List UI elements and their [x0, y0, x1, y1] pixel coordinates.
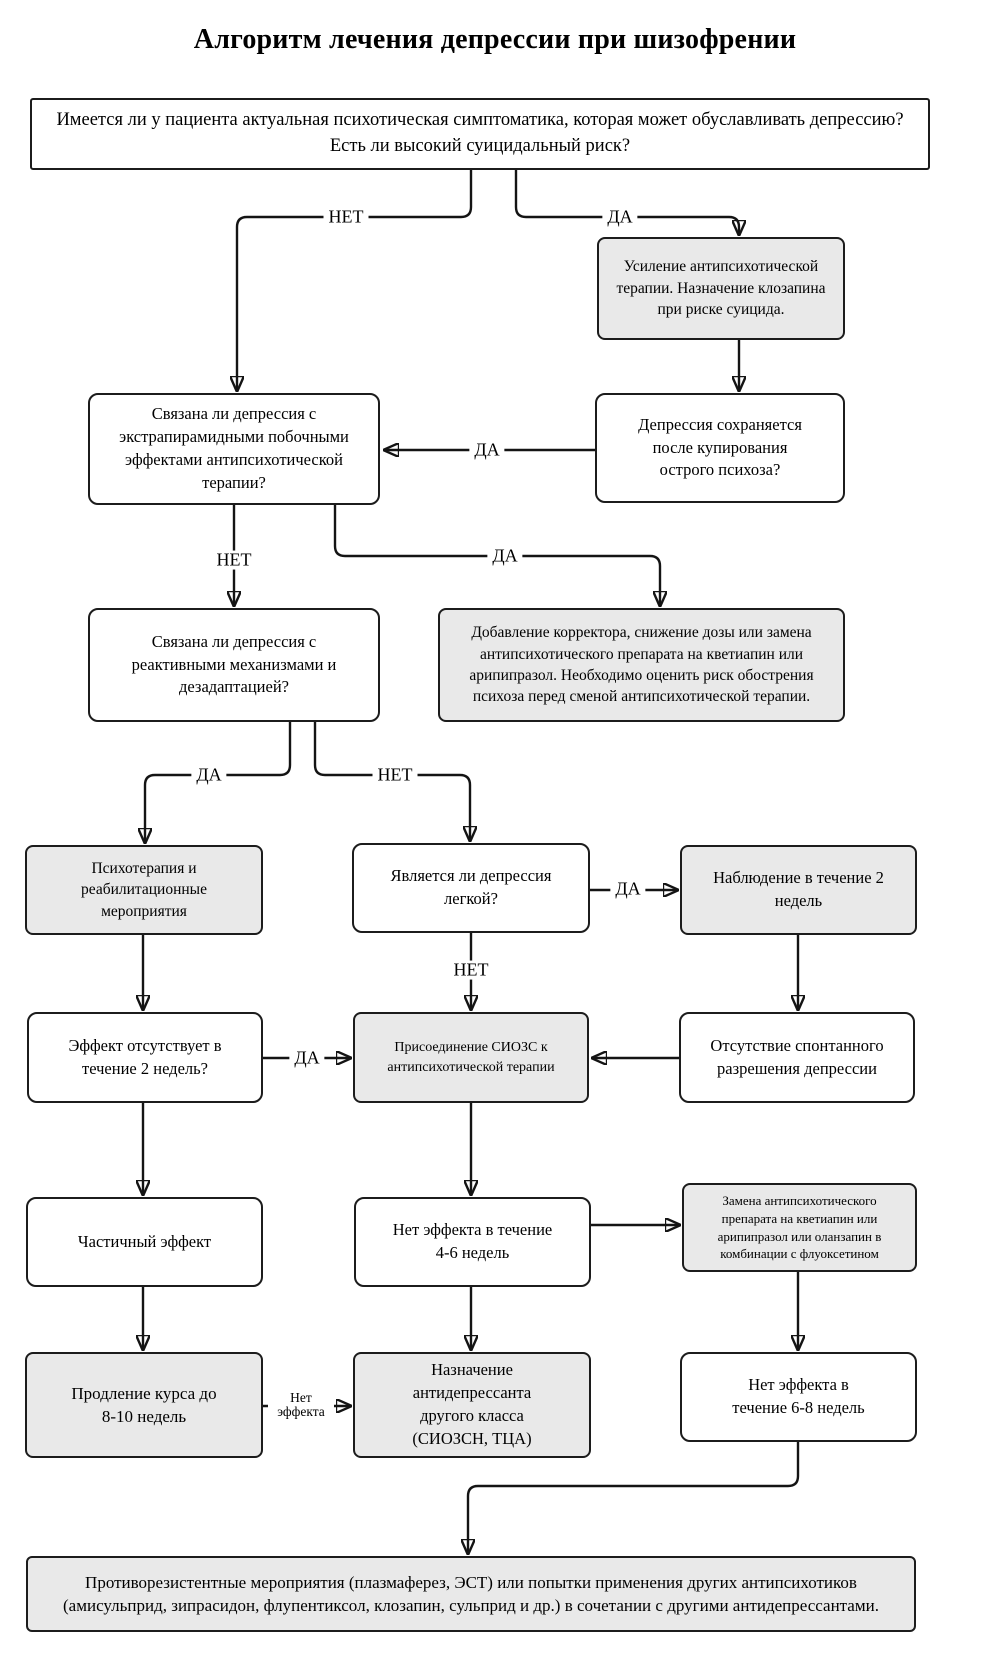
edge-label-no-mild: НЕТ [448, 960, 494, 980]
edge-label-yes-persists: ДА [469, 440, 505, 460]
edge-label-no-effect: Нет эффекта [268, 1390, 334, 1420]
node-antidepressant-other-class: Назначение антидепрессанта другого класс… [353, 1352, 591, 1458]
edge-label-yes-top: ДА [602, 207, 638, 227]
edge-label-yes-eps: ДА [487, 546, 523, 566]
edge-label-no-reactive: НЕТ [372, 765, 418, 785]
edge-top-no [237, 170, 473, 391]
node-question-psychotic-symptoms: Имеется ли у пациента актуальная психоти… [30, 98, 930, 170]
node-add-corrector: Добавление корректора, снижение дозы или… [438, 608, 845, 722]
node-resistant-measures: Противорезистентные мероприятия (плазмаф… [26, 1556, 916, 1632]
page-title: Алгоритм лечения депрессии при шизофрени… [193, 24, 797, 55]
node-add-ssri: Присоединение СИОЗС к антипсихотической … [353, 1012, 589, 1103]
node-question-eps-related: Связана ли депрессия с экстрапирамидными… [88, 393, 380, 505]
edge-label-no-top: НЕТ [323, 207, 369, 227]
edge-label-yes-noeffect2w: ДА [289, 1048, 325, 1068]
node-observation-2-weeks: Наблюдение в течение 2 недель [680, 845, 917, 935]
node-question-reactive-mechanisms: Связана ли депрессия с реактивными механ… [88, 608, 380, 722]
node-switch-antipsychotic-fluoxetine: Замена антипсихотического препарата на к… [682, 1183, 917, 1272]
node-partial-effect: Частичный эффект [26, 1197, 263, 1287]
node-extend-course-8-10-weeks: Продление курса до 8-10 недель [25, 1352, 263, 1458]
edge-label-yes-reactive: ДА [191, 765, 227, 785]
node-question-mild-depression: Является ли депрессия легкой? [352, 843, 590, 933]
node-no-effect-2-weeks: Эффект отсутствует в течение 2 недель? [27, 1012, 263, 1103]
edge-label-no-eps: НЕТ [211, 550, 257, 570]
node-psychotherapy-rehabilitation: Психотерапия и реабилитационные мероприя… [25, 845, 263, 935]
node-question-depression-persists: Депрессия сохраняется после купирования … [595, 393, 845, 503]
edge-label-yes-mild: ДА [610, 879, 646, 899]
node-no-effect-6-8-weeks: Нет эффекта в течение 6-8 недель [680, 1352, 917, 1442]
edge-noeffect68w-to-resistant [468, 1442, 800, 1554]
node-intensify-antipsychotic-therapy: Усиление антипсихотической терапии. Назн… [597, 237, 845, 340]
node-no-spontaneous-resolution: Отсутствие спонтанного разрешения депрес… [679, 1012, 915, 1103]
node-no-effect-4-6-weeks: Нет эффекта в течение 4-6 недель [354, 1197, 591, 1287]
